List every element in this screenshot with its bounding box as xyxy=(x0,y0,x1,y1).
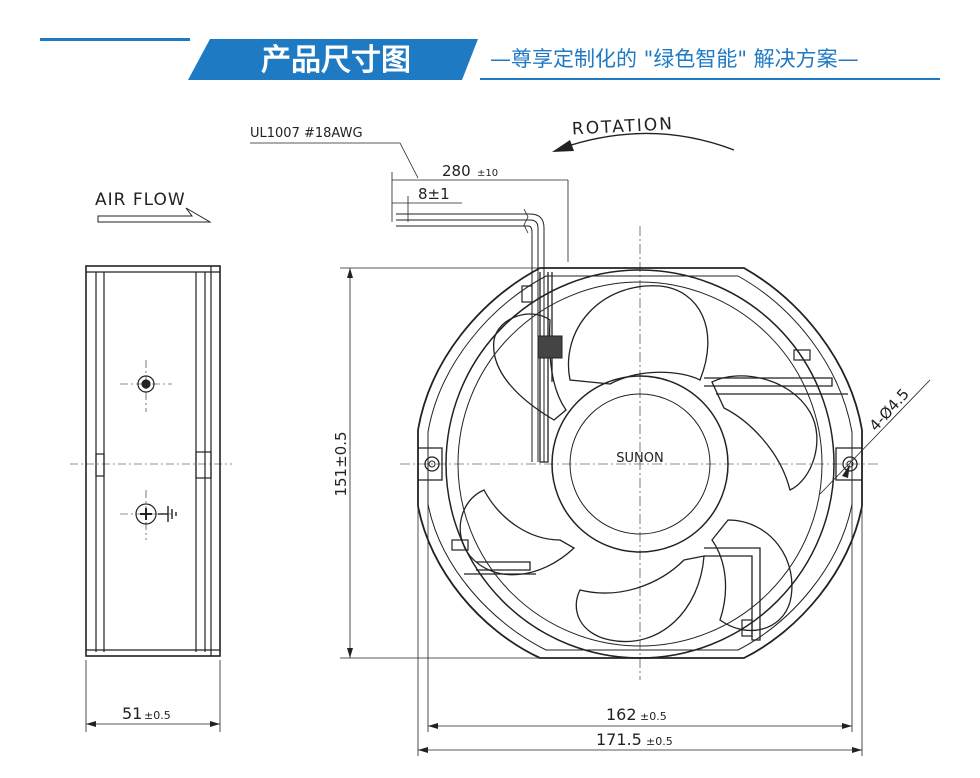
hole-spec-leader xyxy=(819,379,931,495)
height-value: 151±0.5 xyxy=(332,431,350,496)
fan-side-view xyxy=(70,265,232,657)
header-subtitle: —尊享定制化的 "绿色智能" 解决方案— xyxy=(490,47,859,71)
width-inner-value: 162 xyxy=(606,705,637,724)
lead-length-tolerance: ±10 xyxy=(477,168,498,179)
header-bottom-rule xyxy=(480,78,940,80)
front-center-lines xyxy=(400,226,880,680)
depth-value: 51 xyxy=(122,704,142,723)
frame-struts xyxy=(464,272,848,641)
hole-spec-label: 4-Ø4.5 xyxy=(866,385,913,435)
header-title: 产品尺寸图 xyxy=(261,43,411,78)
width-inner-tolerance: ±0.5 xyxy=(640,710,667,723)
rotation-label: ROTATION xyxy=(571,114,674,139)
depth-tolerance: ±0.5 xyxy=(144,709,171,722)
side-ground-screw xyxy=(135,503,157,525)
airflow-arrow xyxy=(97,207,212,223)
width-outer-value: 171.5 xyxy=(596,730,642,749)
lead-wires xyxy=(396,208,545,462)
corner-tabs xyxy=(451,285,811,637)
header-top-rule xyxy=(40,38,190,41)
brand-label: SUNON xyxy=(616,451,663,466)
header-title-band xyxy=(188,39,478,80)
wire-spec-leader xyxy=(250,142,419,179)
ground-symbol-icon xyxy=(158,506,177,522)
fan-frame-outline xyxy=(417,267,863,659)
side-screw-top xyxy=(137,375,155,393)
strip-length-value: 8±1 xyxy=(418,185,450,203)
wire-grommet xyxy=(537,335,563,359)
header-banner: 产品尺寸图 —尊享定制化的 "绿色智能" 解决方案— xyxy=(40,38,940,80)
wire-spec-label: UL1007 #18AWG xyxy=(250,126,363,141)
rotation-arrow xyxy=(561,132,735,151)
width-outer-tolerance: ±0.5 xyxy=(646,735,673,748)
fan-dimension-drawing: UL1007 #18AWG 280 ±10 8±1 ROTATION AIR F… xyxy=(70,114,931,756)
airflow-label: AIR FLOW xyxy=(95,190,186,210)
fan-front-view: SUNON xyxy=(400,226,880,680)
lead-length-value: 280 xyxy=(442,162,471,180)
rotation-arrowhead xyxy=(552,140,574,152)
